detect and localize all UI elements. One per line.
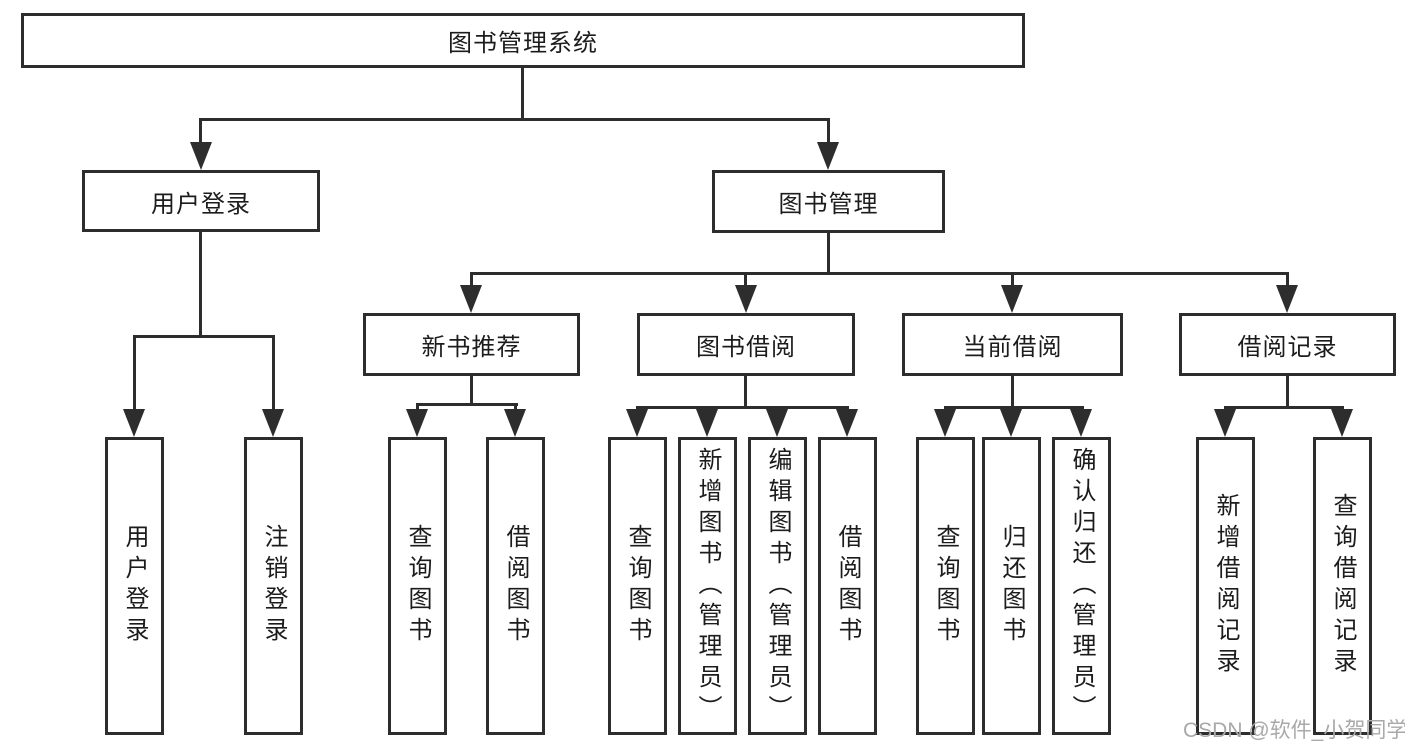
leaf-node-rec-borrow-books: 借阅图书	[486, 437, 545, 735]
arrowhead-down-icon	[735, 285, 757, 313]
leaf-node-bb-edit-books-admin: 编辑图书（管理员）	[748, 437, 807, 735]
arrowhead-down-icon	[1070, 409, 1092, 437]
module-node-label: 当前借阅	[962, 334, 1063, 361]
arrowhead-down-icon	[817, 142, 839, 170]
module-node-label: 图书借阅	[696, 334, 796, 361]
connector-user-login-stem	[199, 232, 202, 335]
leaf-node-label: 查询借阅记录	[1329, 493, 1356, 679]
root-node-library-system: 图书管理系统	[21, 13, 1025, 68]
arrowhead-down-icon	[836, 409, 858, 437]
arrowhead-down-icon	[934, 409, 956, 437]
csdn-watermark: CSDN @软件_小贺同学	[1183, 719, 1405, 742]
arrowhead-down-icon	[1331, 409, 1353, 437]
leaf-node-label: 借阅图书	[502, 524, 529, 648]
module-node-book-borrow: 图书借阅	[637, 313, 855, 376]
leaf-node-br-add-record: 新增借阅记录	[1196, 437, 1255, 735]
leaf-node-bb-query-books: 查询图书	[608, 437, 667, 735]
arrowhead-down-icon	[626, 409, 648, 437]
arrowhead-down-icon	[1000, 409, 1022, 437]
arrowhead-down-icon	[190, 142, 212, 170]
connector-root-stem	[521, 68, 524, 118]
module-node-new-book-rec: 新书推荐	[363, 313, 580, 376]
arrowhead-down-icon	[504, 409, 526, 437]
arrowhead-down-icon	[1001, 285, 1023, 313]
arrowhead-down-icon	[123, 409, 145, 437]
arrowhead-down-icon	[1276, 285, 1298, 313]
leaf-node-bb-add-books-admin: 新增图书（管理员）	[678, 437, 737, 735]
leaf-node-label: 归还图书	[998, 524, 1025, 648]
arrowhead-down-icon	[696, 409, 718, 437]
leaf-node-label: 新增图书（管理员）	[694, 446, 721, 726]
root-node-label: 图书管理系统	[448, 30, 598, 57]
connector-book-borrow-split	[636, 406, 849, 409]
module-node-current-borrow: 当前借阅	[902, 313, 1123, 376]
leaf-node-cb-query-books: 查询图书	[916, 437, 975, 735]
leaf-node-label: 新增借阅记录	[1212, 493, 1239, 679]
branch-node-label: 用户登录	[151, 190, 251, 218]
connector-user-login-split	[133, 335, 275, 338]
arrowhead-down-icon	[460, 285, 482, 313]
connector-book-mgmt-stem	[827, 233, 830, 272]
connector-drop	[133, 335, 136, 415]
arrowhead-down-icon	[1214, 409, 1236, 437]
arrowhead-down-icon	[262, 409, 284, 437]
leaf-node-rec-query-books: 查询图书	[388, 437, 447, 735]
connector-records-split	[1224, 406, 1344, 409]
module-node-borrow-records: 借阅记录	[1179, 313, 1396, 376]
connector-book-mgmt-split	[470, 272, 1289, 275]
leaf-node-label: 查询图书	[404, 524, 431, 648]
leaf-node-label: 借阅图书	[834, 524, 861, 648]
connector-current-borrow-split	[944, 406, 1084, 409]
connector-new-book-stem	[470, 376, 473, 403]
connector-current-borrow-stem	[1011, 376, 1014, 406]
leaf-node-bb-borrow-books: 借阅图书	[818, 437, 877, 735]
connector-drop	[470, 272, 473, 288]
arrowhead-down-icon	[766, 409, 788, 437]
connector-drop	[1286, 272, 1289, 288]
connector-drop	[827, 118, 830, 148]
leaf-node-label: 编辑图书（管理员）	[764, 446, 791, 726]
connector-drop	[1011, 272, 1014, 288]
connector-drop	[744, 272, 747, 288]
leaf-node-label: 查询图书	[932, 524, 959, 648]
leaf-node-user-login: 用户登录	[105, 437, 164, 735]
connector-drop	[199, 118, 202, 148]
connector-drop	[272, 335, 275, 415]
module-node-label: 借阅记录	[1237, 334, 1338, 361]
branch-node-user-login: 用户登录	[82, 170, 320, 232]
connector-new-book-split	[416, 403, 518, 406]
branch-node-book-mgmt: 图书管理	[712, 170, 945, 233]
arrowhead-down-icon	[406, 409, 428, 437]
connector-book-borrow-stem	[744, 376, 747, 406]
leaf-node-label: 用户登录	[121, 524, 148, 648]
connector-records-stem	[1286, 376, 1289, 406]
leaf-node-cb-confirm-return-admin: 确认归还（管理员）	[1052, 437, 1111, 735]
connector-root-split	[199, 118, 830, 121]
leaf-node-br-query-record: 查询借阅记录	[1313, 437, 1372, 735]
branch-node-label: 图书管理	[778, 191, 879, 218]
leaf-node-label: 注销登录	[260, 524, 287, 648]
leaf-node-label: 确认归还（管理员）	[1068, 446, 1095, 726]
leaf-node-cb-return-books: 归还图书	[982, 437, 1041, 735]
leaf-node-label: 查询图书	[624, 524, 651, 648]
module-node-label: 新书推荐	[421, 334, 522, 361]
leaf-node-logout: 注销登录	[244, 437, 303, 735]
